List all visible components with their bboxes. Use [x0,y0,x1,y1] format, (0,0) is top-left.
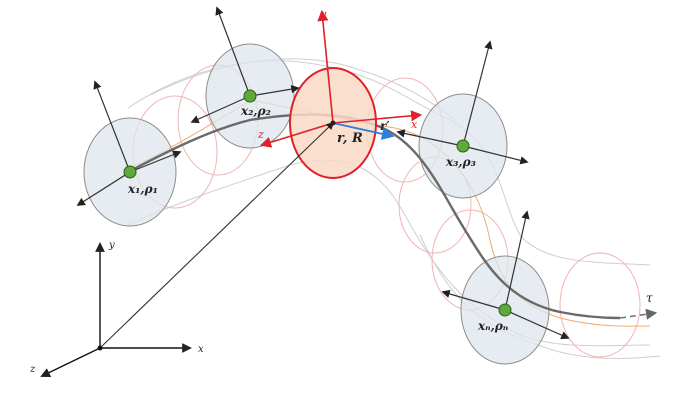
node-label-3: x₃,ρ₃ [445,155,476,169]
r-prime-label: r′ [380,119,390,133]
world-frame [40,121,335,378]
node-points [123,89,512,317]
tau-label: τ [646,291,653,305]
world-origin [97,345,103,351]
node-arrows [76,6,570,340]
world-x-label: x [198,344,204,355]
node-label-2: x₂,ρ₂ [240,104,271,118]
node-point-n [498,303,512,317]
centerline-curve [131,113,621,320]
node-point-3 [456,139,470,153]
centerline-extension [619,308,658,320]
node-label-1: x₁,ρ₁ [127,182,158,196]
local-frame [259,9,423,148]
node-point-2 [243,89,257,103]
node-label-n: xₙ,ρₙ [477,319,509,333]
local-z-label: z [257,128,264,141]
local-y-label: y [319,8,327,21]
center-label: r, R [337,131,363,146]
node-point-1 [123,165,137,179]
world-z-label: z [29,364,36,375]
world-y-label: y [108,240,115,251]
local-x-label: x [411,118,418,131]
center-point [330,120,336,126]
tangent-vector [332,122,395,140]
